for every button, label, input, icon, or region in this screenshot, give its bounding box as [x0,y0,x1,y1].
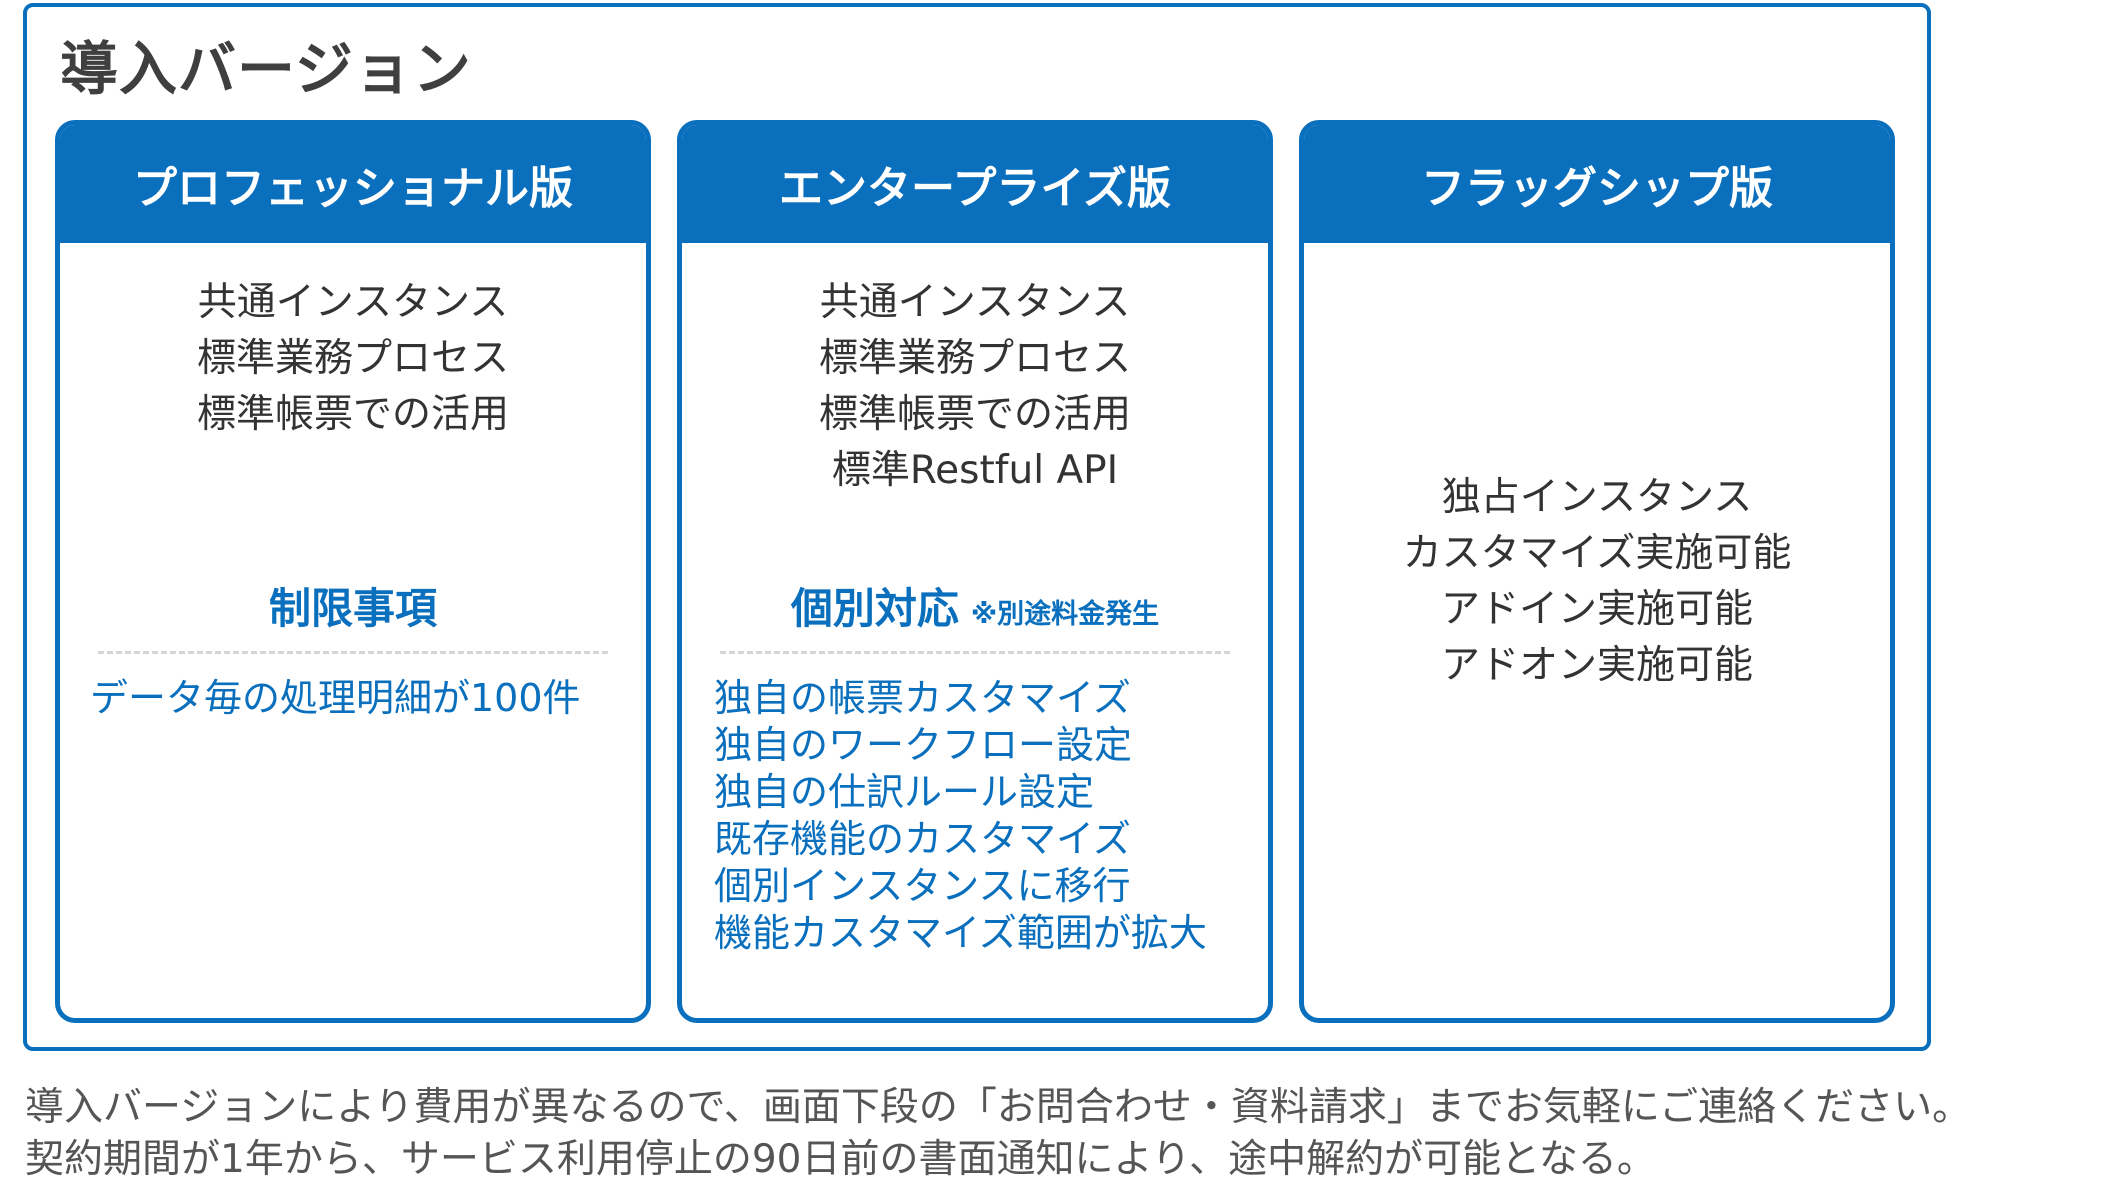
page-title: 導入バージョン [60,35,472,103]
feature-list: 共通インスタンス 標準業務プロセス 標準帳票での活用 [60,275,646,443]
feature-item: 標準Restful API [831,448,1119,493]
card-header: プロフェッショナル版 [60,125,646,243]
divider [98,651,608,654]
card-enterprise: エンタープライズ版 共通インスタンス 標準業務プロセス 標準帳票での活用 標準R… [677,120,1273,1023]
custom-item: 独自の仕訳ルール設定 [714,770,1095,814]
card-professional: プロフェッショナル版 共通インスタンス 標準業務プロセス 標準帳票での活用 制限… [55,120,651,1023]
card-header: フラッグシップ版 [1304,125,1890,243]
feature-item: 標準帳票での活用 [196,392,509,437]
feature-item: 共通インスタンス [197,280,509,325]
restriction-item: データ毎の処理明細が100件 [90,676,581,720]
card-header: エンタープライズ版 [682,125,1268,243]
footer-note: 契約期間が1年から、サービス利用停止の90日前の書面通知により、途中解約が可能と… [25,1137,1656,1182]
divider [720,651,1230,654]
custom-item: 個別インスタンスに移行 [714,864,1131,908]
custom-item: 既存機能のカスタマイズ [714,817,1131,861]
custom-list: 独自の帳票カスタマイズ 独自のワークフロー設定 独自の仕訳ルール設定 既存機能の… [714,675,1207,957]
custom-item: 独自の帳票カスタマイズ [714,676,1131,720]
section-note: ※別途料金発生 [970,599,1160,630]
feature-list: 共通インスタンス 標準業務プロセス 標準帳票での活用 標準Restful API [682,275,1268,499]
card-flagship: フラッグシップ版 独占インスタンス カスタマイズ実施可能 アドイン実施可能 アド… [1299,120,1895,1023]
section-title: 制限事項 [268,584,437,633]
feature-item: 標準業務プロセス [818,336,1131,381]
restriction-list: データ毎の処理明細が100件 [90,675,581,722]
versions-panel [23,3,1931,1051]
feature-item: 標準帳票での活用 [818,392,1131,437]
section-title-text: 個別対応 [790,584,959,633]
feature-item: 独占インスタンス [1441,475,1753,520]
section-title: 個別対応 ※別途料金発生 [682,575,1268,636]
feature-list: 独占インスタンス カスタマイズ実施可能 アドイン実施可能 アドオン実施可能 [1304,470,1890,694]
feature-item: 共通インスタンス [819,280,1131,325]
feature-item: アドイン実施可能 [1440,587,1753,632]
feature-item: カスタマイズ実施可能 [1402,531,1792,576]
feature-item: アドオン実施可能 [1440,643,1753,688]
custom-item: 独自のワークフロー設定 [714,723,1133,767]
footer-note: 導入バージョンにより費用が異なるので、画面下段の「お問合わせ・資料請求」までお気… [25,1085,1972,1130]
custom-item: 機能カスタマイズ範囲が拡大 [714,911,1207,955]
feature-item: 標準業務プロセス [196,336,509,381]
